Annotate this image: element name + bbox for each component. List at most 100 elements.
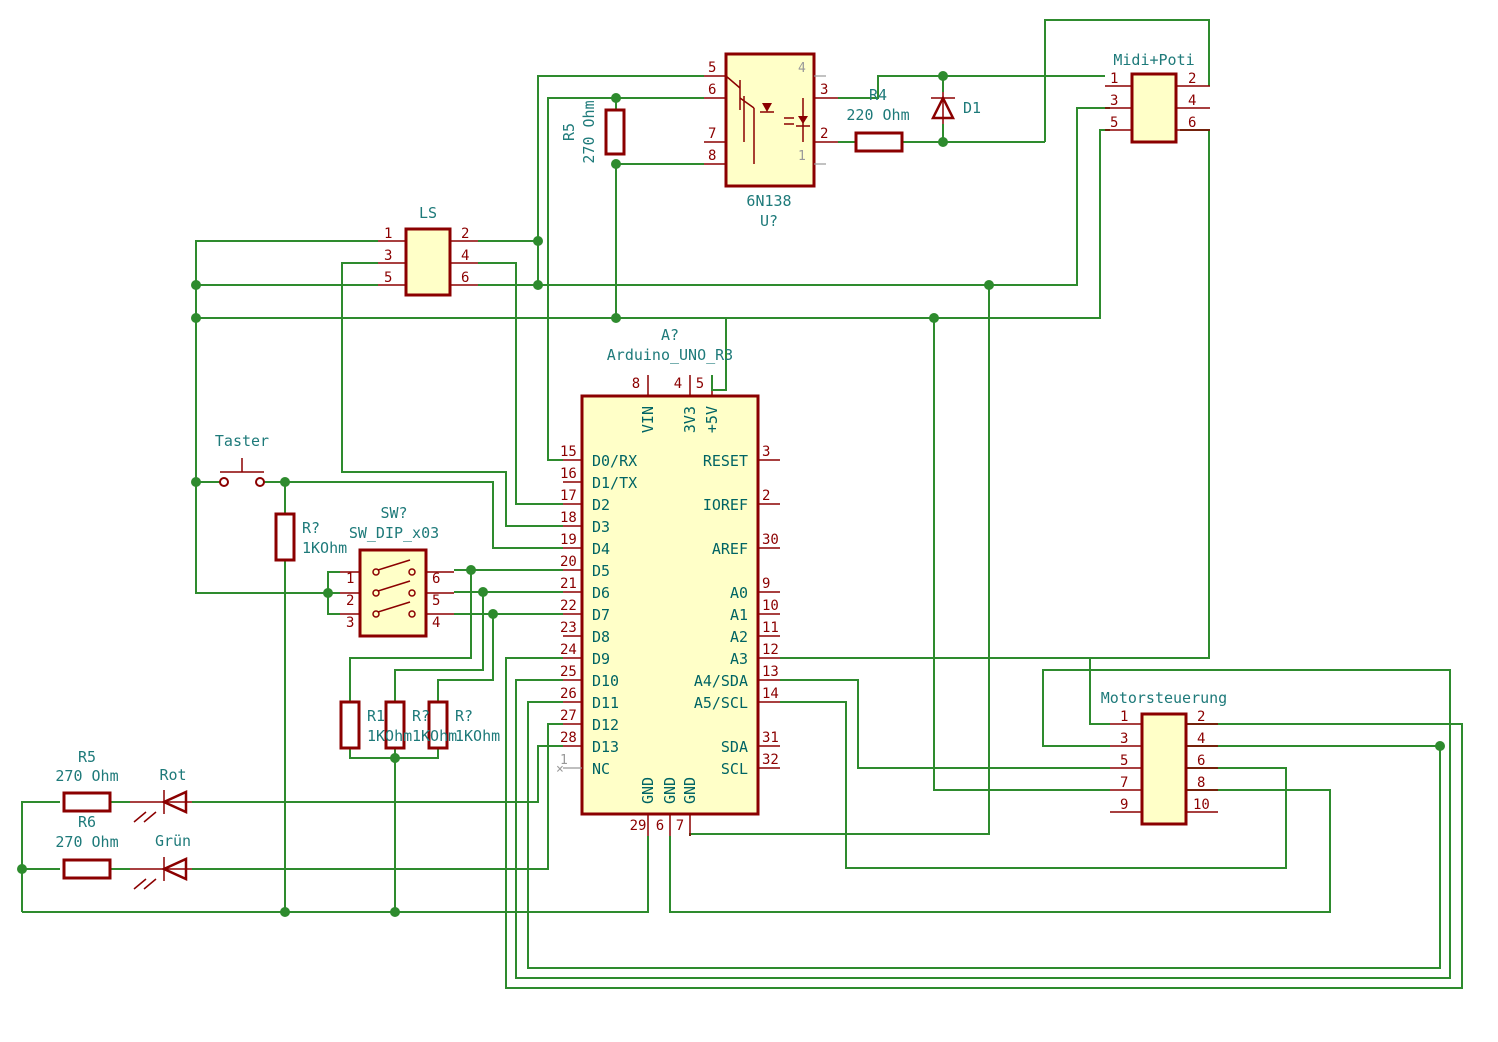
arduino-pin-num: 5 xyxy=(696,376,704,392)
r3-ref: R? xyxy=(455,707,473,725)
arduino-pin-name: GND xyxy=(681,777,699,804)
led-gruen[interactable] xyxy=(130,857,192,890)
r6-led-ref: R6 xyxy=(78,813,96,831)
arduino-pin-num: 23 xyxy=(560,620,577,636)
arduino-pin-name: D8 xyxy=(592,628,610,646)
midi-pin-3: 3 xyxy=(1110,93,1118,109)
motor-ref: Motorsteuerung xyxy=(1101,689,1227,707)
ls-pin-3: 3 xyxy=(384,248,392,264)
arduino-pin-name: A2 xyxy=(730,628,748,646)
r5-top-value: 270 Ohm xyxy=(580,100,598,163)
r6-led-value: 270 Ohm xyxy=(55,833,118,851)
led-gruen-ref: Grün xyxy=(155,832,191,850)
opto-pin-6: 6 xyxy=(708,82,716,98)
r5-led-value: 270 Ohm xyxy=(55,767,118,785)
arduino-pin-num: 29 xyxy=(630,818,647,834)
arduino-pin-name: VIN xyxy=(639,406,657,433)
arduino-pin-name: AREF xyxy=(712,540,748,558)
midi-pin-6: 6 xyxy=(1188,115,1196,131)
pushbutton-taster[interactable] xyxy=(219,458,265,487)
arduino-pin-name: A5/SCL xyxy=(694,694,748,712)
arduino-pin-name: GND xyxy=(661,777,679,804)
resistor-r2[interactable] xyxy=(384,700,406,750)
sw-pin-4: 4 xyxy=(432,615,440,631)
resistor-r5-top[interactable] xyxy=(604,108,626,156)
arduino-pin-num: 1 xyxy=(560,753,568,768)
connector-motorsteuerung[interactable] xyxy=(1110,712,1218,826)
arduino-pin-num: 16 xyxy=(560,466,577,482)
arduino-pin-num: 8 xyxy=(632,376,640,392)
arduino-pin-num: 9 xyxy=(762,576,770,592)
arduino-pin-num: 20 xyxy=(560,554,577,570)
resistor-r6-led[interactable] xyxy=(62,858,112,880)
led-rot-ref: Rot xyxy=(159,766,186,784)
connector-midi-poti[interactable] xyxy=(1105,72,1210,144)
d1-ref: D1 xyxy=(963,99,981,117)
ls-pin-1: 1 xyxy=(384,226,392,242)
r5-top-ref: R5 xyxy=(560,123,578,141)
r5-led-ref: R5 xyxy=(78,748,96,766)
opto-ref: U? xyxy=(760,212,778,230)
diode-d1[interactable] xyxy=(930,92,956,124)
motor-pin-3: 3 xyxy=(1120,731,1128,747)
optocoupler-6n138[interactable] xyxy=(704,52,838,188)
arduino-pin-name: D2 xyxy=(592,496,610,514)
arduino-pin-name: D13 xyxy=(592,738,619,756)
arduino-pin-num: 22 xyxy=(560,598,577,614)
sw-pin-2: 2 xyxy=(346,593,354,609)
arduino-pin-num: 17 xyxy=(560,488,577,504)
sw-pin-6: 6 xyxy=(432,571,440,587)
arduino-pin-name: D4 xyxy=(592,540,610,558)
resistor-r4[interactable] xyxy=(854,131,904,153)
arduino-pin-num: 30 xyxy=(762,532,779,548)
r4-ref: R4 xyxy=(869,86,887,104)
arduino-pin-name: A4/SDA xyxy=(694,672,748,690)
arduino-pin-num: 14 xyxy=(762,686,779,702)
arduino-pin-num: 3 xyxy=(762,444,770,460)
arduino-pin-num: 19 xyxy=(560,532,577,548)
opto-pin-2: 2 xyxy=(820,126,828,142)
motor-pin-2: 2 xyxy=(1197,709,1205,725)
opto-value: 6N138 xyxy=(746,192,791,210)
resistor-r3[interactable] xyxy=(427,700,449,750)
midi-pin-1: 1 xyxy=(1110,71,1118,87)
arduino-pin-name: D3 xyxy=(592,518,610,536)
opto-pin-7: 7 xyxy=(708,126,716,142)
resistor-taster[interactable] xyxy=(274,512,296,562)
arduino-pin-name: D9 xyxy=(592,650,610,668)
sw-pin-1: 1 xyxy=(346,571,354,587)
arduino-pin-name: D7 xyxy=(592,606,610,624)
r2-value: 1KOhm xyxy=(412,727,457,745)
arduino-pin-num: 24 xyxy=(560,642,577,658)
motor-pin-10: 10 xyxy=(1193,797,1210,813)
r2-ref: R? xyxy=(412,707,430,725)
arduino-pin-num: 18 xyxy=(560,510,577,526)
led-rot[interactable] xyxy=(130,790,192,823)
arduino-pin-num: 31 xyxy=(762,730,779,746)
arduino-pin-name: D11 xyxy=(592,694,619,712)
arduino-pin-num: 7 xyxy=(676,818,684,834)
motor-pin-4: 4 xyxy=(1197,731,1205,747)
dip-switch[interactable] xyxy=(340,548,454,638)
arduino-pin-num: 2 xyxy=(762,488,770,504)
arduino-pin-num: 26 xyxy=(560,686,577,702)
arduino-pin-num: 32 xyxy=(762,752,779,768)
arduino-pin-num: 25 xyxy=(560,664,577,680)
arduino-pin-name: D1/TX xyxy=(592,474,637,492)
opto-pin-5: 5 xyxy=(708,60,716,76)
connector-ls[interactable] xyxy=(378,227,478,297)
arduino-pin-name: D10 xyxy=(592,672,619,690)
resistor-r1[interactable] xyxy=(339,700,361,750)
junctions xyxy=(17,71,1445,917)
resistor-r5-led[interactable] xyxy=(62,791,112,813)
r-taster-value: 1KOhm xyxy=(302,539,347,557)
arduino-ref: A? xyxy=(661,326,679,344)
r-taster-ref: R? xyxy=(302,519,320,537)
arduino-pin-name: A3 xyxy=(730,650,748,668)
arduino-pin-name: RESET xyxy=(703,452,748,470)
motor-pin-7: 7 xyxy=(1120,775,1128,791)
motor-pin-9: 9 xyxy=(1120,797,1128,813)
arduino-uno[interactable] xyxy=(580,375,760,836)
ls-pin-6: 6 xyxy=(461,270,469,286)
